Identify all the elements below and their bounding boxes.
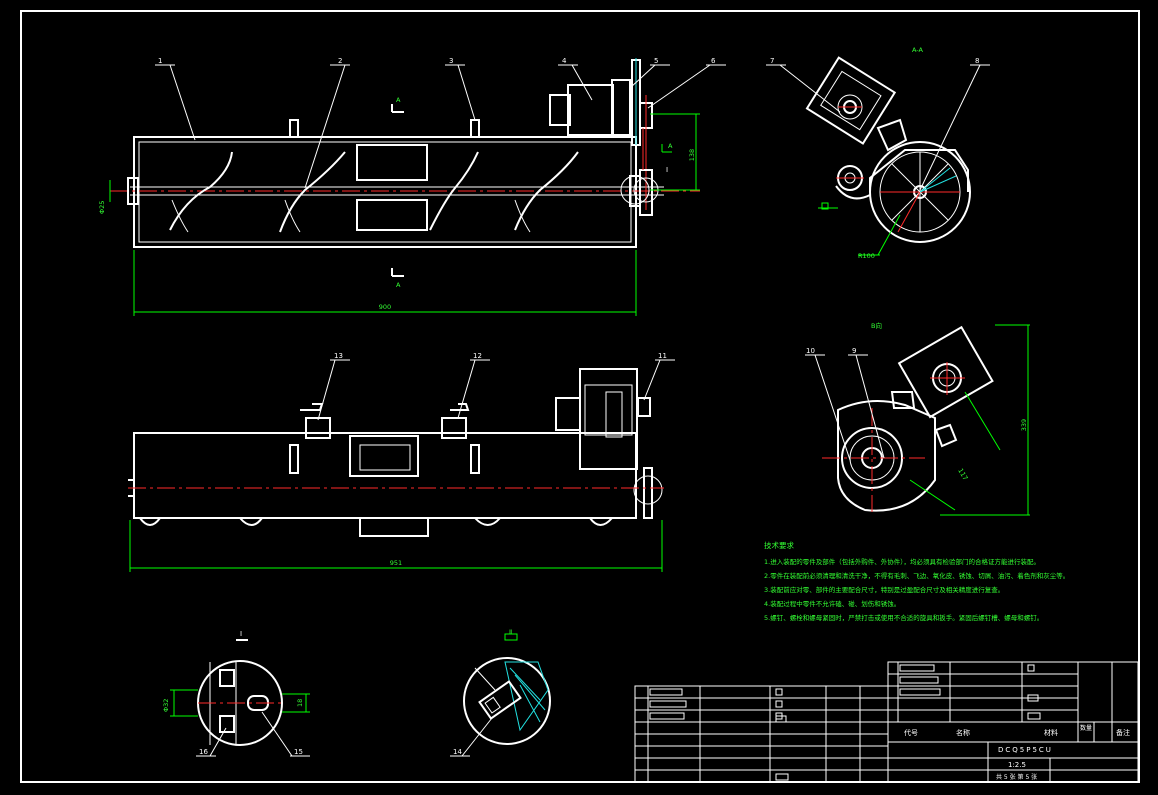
parts-list-left xyxy=(634,685,889,783)
header-name: 名称 xyxy=(956,728,970,737)
sheet-count: 共 5 张 第 5 张 xyxy=(996,773,1037,781)
part-label-1: 1 xyxy=(158,57,162,65)
dim-18: 18 xyxy=(296,699,304,707)
header-qty: 数量 xyxy=(1080,724,1092,732)
scale-value: 1:2.5 xyxy=(1008,761,1026,769)
sheet-border xyxy=(20,10,1140,783)
part-label-10: 10 xyxy=(806,347,815,355)
dim-d32: Φ32 xyxy=(162,699,170,712)
part-label-15: 15 xyxy=(294,748,303,756)
front-view: 900 138 Φ25 A A A I xyxy=(98,58,700,316)
part-label-3: 3 xyxy=(449,57,453,65)
section-mark-a-bottom: A xyxy=(396,281,401,289)
part-label-14: 14 xyxy=(453,748,462,756)
section-aa-view: A-A R100 xyxy=(766,46,990,260)
part-label-13: 13 xyxy=(334,352,343,360)
note-line-5: 5.螺钉、螺栓和螺母紧固时，严禁打击或使用不合适的旋具和扳手。紧固后螺钉槽、螺母… xyxy=(764,613,1043,622)
part-label-9: 9 xyxy=(852,347,856,355)
dim-d25: Φ25 xyxy=(98,201,106,214)
detail-i-title: I xyxy=(240,630,242,638)
header-material: 材料 xyxy=(1044,728,1058,737)
b-view-title: B向 xyxy=(871,321,882,330)
part-label-5: 5 xyxy=(654,57,658,65)
detail-ii-view: Ⅱ 14 xyxy=(450,628,551,757)
dim-951: 951 xyxy=(390,559,402,567)
section-aa-title: A-A xyxy=(912,46,924,54)
detail-i-view: I Φ32 18 16 15 xyxy=(162,630,310,757)
leaders-front: 1 2 3 4 5 6 xyxy=(155,57,726,189)
header-remark: 备注 xyxy=(1116,728,1130,737)
header-code: 代号 xyxy=(904,728,918,737)
dim-138: 138 xyxy=(688,149,696,161)
section-mark-a-top: A xyxy=(396,96,401,104)
notes-title: 技术要求 xyxy=(764,540,794,550)
detail-ii-title: Ⅱ xyxy=(509,628,512,636)
part-label-4: 4 xyxy=(562,57,567,65)
note-line-1: 1.进入装配的零件及部件（包括外购件、外协件），均必须具有检验部门的合格证方能进… xyxy=(764,557,1040,566)
note-line-4: 4.装配过程中零件不允许磕、碰、划伤和锈蚀。 xyxy=(764,599,900,608)
detail-mark-i: I xyxy=(666,166,668,174)
part-label-6: 6 xyxy=(711,57,716,65)
part-label-7: 7 xyxy=(770,57,774,65)
title-block: 代号 名称 数量 材料 备注 DCQ5P5CU 1:2.5 共 5 张 第 5 … xyxy=(887,661,1139,783)
dim-900: 900 xyxy=(379,303,391,311)
part-label-12: 12 xyxy=(473,352,482,360)
drawing-number: DCQ5P5CU xyxy=(998,746,1053,754)
part-label-2: 2 xyxy=(338,57,342,65)
dim-339: 339 xyxy=(1020,419,1028,431)
part-label-11: 11 xyxy=(658,352,667,360)
part-label-16: 16 xyxy=(199,748,208,756)
section-mark-a-right: A xyxy=(668,142,673,150)
dim-r100: R100 xyxy=(858,252,875,260)
top-view: 951 13 12 11 xyxy=(128,352,675,572)
note-line-3: 3.装配前应对零、部件的主要配合尺寸，特别是过盈配合尺寸及相关精度进行复查。 xyxy=(764,585,1004,594)
note-line-2: 2.零件在装配前必须清理和清洗干净，不得有毛刺、飞边、氧化皮、锈蚀、切屑、油污、… xyxy=(764,571,1069,580)
technical-notes: 技术要求 1.进入装配的零件及部件（包括外购件、外协件），均必须具有检验部门的合… xyxy=(764,540,1069,622)
part-label-8: 8 xyxy=(975,57,979,65)
b-view: B向 339 117 10 9 xyxy=(805,321,1030,516)
